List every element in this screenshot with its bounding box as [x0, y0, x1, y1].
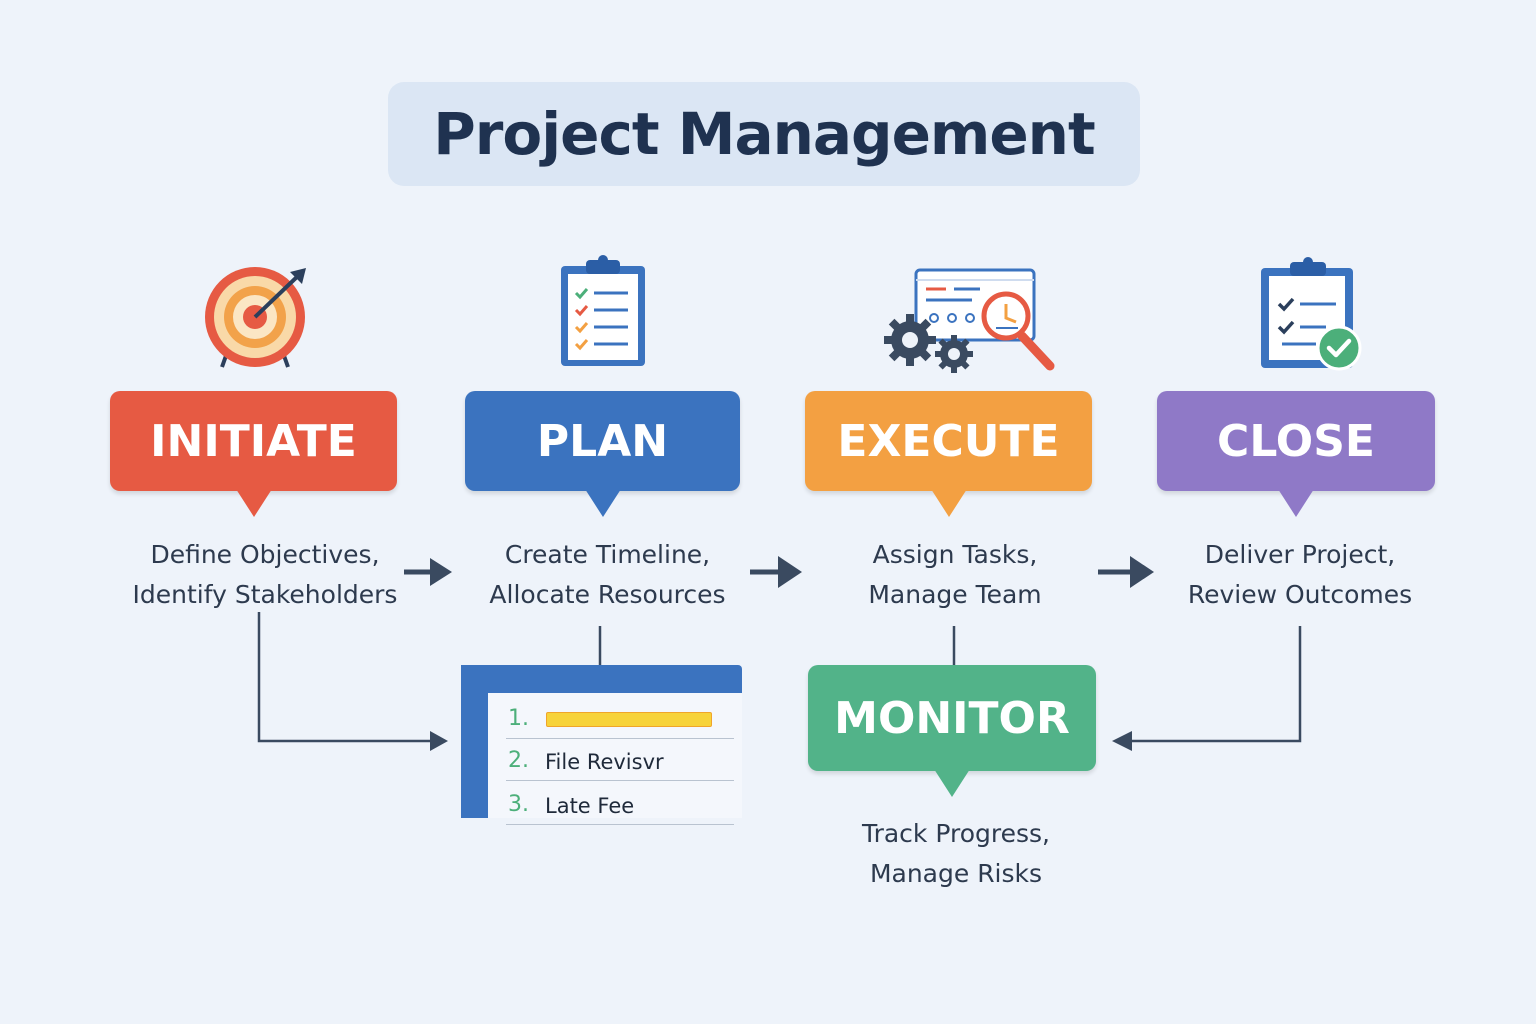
phase-plan-box: PLAN — [465, 391, 740, 491]
description-line: Deliver Project, — [1204, 540, 1396, 569]
connector-initiate-to-list — [257, 612, 448, 751]
description-line: Manage Team — [868, 580, 1042, 609]
phase-initiate-box: INITIATE — [110, 391, 397, 491]
phase-execute-description: Assign Tasks, Manage Team — [820, 535, 1090, 615]
description-line: Manage Risks — [869, 859, 1043, 888]
list-item-number: 1. — [508, 706, 529, 731]
description-line: Define Objectives, — [150, 540, 380, 569]
phase-initiate-description: Define Objectives, Identify Stakeholders — [110, 535, 420, 615]
description-line: Create Timeline, — [504, 540, 711, 569]
phase-monitor-description: Track Progress, Manage Risks — [820, 814, 1092, 894]
target-arrow-icon — [205, 267, 306, 368]
list-item-text: Late Fee — [545, 794, 635, 818]
gears-magnifier-dashboard-icon — [884, 268, 1055, 373]
phase-plan-description: Create Timeline, Allocate Resources — [460, 535, 755, 615]
phase-execute-box: EXECUTE — [805, 391, 1092, 491]
list-item-text: File Revisvr — [545, 750, 664, 774]
clipboard-checklist-icon — [561, 255, 645, 366]
description-line: Review Outcomes — [1187, 580, 1413, 609]
flow-arrow-plan-execute — [750, 556, 802, 588]
flow-arrow-execute-close — [1098, 556, 1154, 588]
phase-close-description: Deliver Project, Review Outcomes — [1160, 535, 1440, 615]
title-banner: Project Management — [388, 82, 1140, 186]
page-title: Project Management — [433, 100, 1095, 168]
phase-monitor-label: MONITOR — [834, 692, 1070, 744]
list-item-number: 2. — [508, 748, 529, 773]
description-line: Track Progress, — [861, 819, 1050, 848]
phase-monitor-box: MONITOR — [808, 665, 1096, 771]
phase-close-box: CLOSE — [1157, 391, 1435, 491]
phase-plan-label: PLAN — [536, 415, 669, 467]
clipboard-done-icon — [1261, 257, 1362, 371]
description-line: Assign Tasks, — [872, 540, 1038, 569]
phase-initiate-label: INITIATE — [150, 415, 357, 467]
description-line: Allocate Resources — [489, 580, 726, 609]
connector-close-to-monitor — [1112, 626, 1302, 751]
phase-close-label: CLOSE — [1217, 415, 1375, 467]
phase-execute-label: EXECUTE — [837, 415, 1060, 467]
flow-arrow-initiate-plan — [404, 558, 452, 586]
highlight-bar — [546, 712, 712, 727]
list-item: 1. — [506, 700, 734, 739]
panel-side-bar — [461, 665, 488, 818]
list-item: 3. Late Fee — [506, 786, 734, 825]
list-item: 2. File Revisvr — [506, 742, 734, 781]
list-item-number: 3. — [508, 792, 529, 817]
description-line: Identify Stakeholders — [132, 580, 398, 609]
panel-header-bar — [461, 665, 742, 693]
